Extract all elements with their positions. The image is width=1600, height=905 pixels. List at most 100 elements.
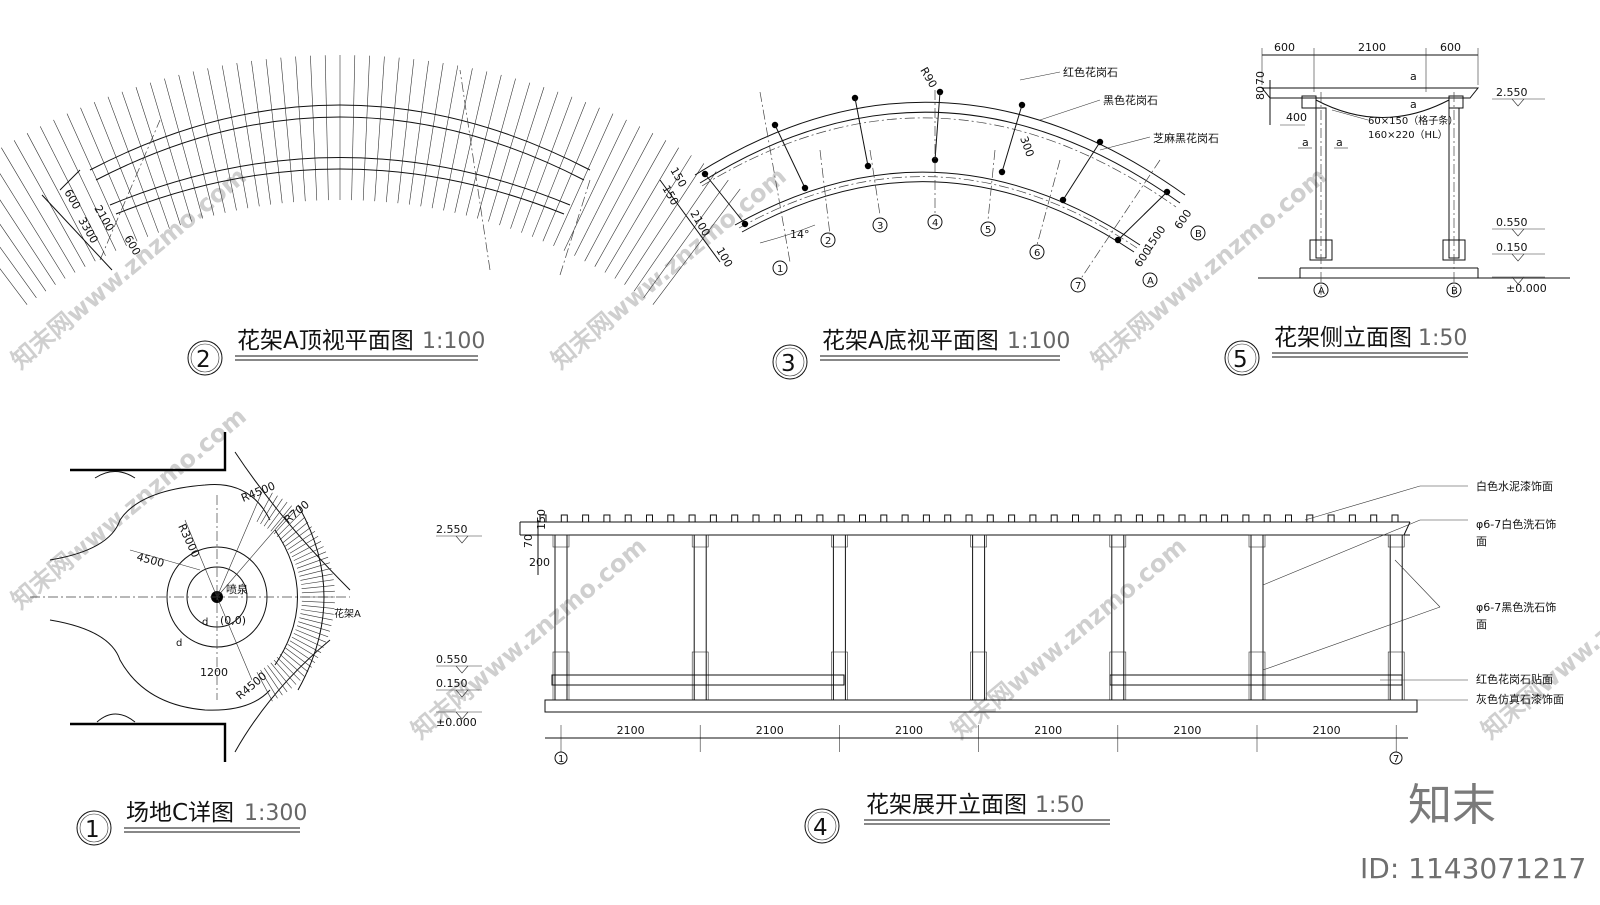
- site-pergola-slat: [296, 625, 329, 638]
- top-plan-slat: [178, 74, 215, 216]
- unfold-note-gray-paint: 灰色仿真石漆饰面: [1476, 692, 1564, 706]
- unfold-grid-7-circle: [1389, 751, 1403, 765]
- unfold-leader-black-stone-2: [1394, 559, 1441, 608]
- side-elev-title-text: 花架侧立面图: [1274, 325, 1412, 351]
- top-plan-outer-beam-2: [95, 116, 585, 181]
- top-plan-dim-600: 600: [61, 187, 83, 212]
- top-plan-slat: [633, 171, 717, 292]
- top-plan-slat: [488, 82, 531, 222]
- bottom-plan-grid-label: A: [1147, 276, 1154, 287]
- bottom-plan-grid-circle: [1142, 272, 1158, 288]
- site-planter-top: [94, 471, 136, 479]
- site-pergola-slat: [279, 653, 305, 677]
- top-plan-slat: [465, 74, 502, 216]
- unfold-post-cap: [970, 534, 987, 548]
- side-elev-grid-label: A: [1318, 286, 1325, 297]
- site-label-fountain: 喷泉: [226, 582, 248, 596]
- bottom-plan-outer-axis: [701, 117, 1177, 208]
- unfold-span-dim: 2100: [895, 724, 923, 737]
- top-plan-slat: [93, 101, 149, 237]
- site-pergola-slat: [301, 590, 335, 594]
- top-plan-axis-3: [559, 179, 591, 276]
- bottom-plan-note-black-granite: 黑色花岗石: [1103, 93, 1158, 107]
- bottom-plan-posts: [701, 88, 1171, 244]
- unfold-leader-black-stone-1: [1262, 606, 1441, 671]
- side-elev-level-label: ±0.000: [1506, 282, 1547, 295]
- top-plan-slat: [604, 147, 679, 273]
- site-pergola-inner: [274, 529, 298, 666]
- site-pergola-slat: [301, 600, 335, 604]
- site-pergola-slat: [267, 501, 288, 529]
- site-pergola-slat: [279, 517, 305, 541]
- site-pergola-slat: [256, 671, 273, 702]
- top-plan-slat: [121, 91, 170, 229]
- site-pergola-slat: [301, 579, 334, 585]
- side-elev-title-circle: [1224, 340, 1260, 376]
- unfold-slat: [731, 514, 739, 523]
- unfold-slat: [1157, 514, 1165, 523]
- top-plan-slat: [624, 163, 705, 285]
- top-plan-slat: [443, 68, 473, 211]
- unfold-slat: [709, 514, 717, 523]
- top-plan-slat: [374, 56, 385, 202]
- site-dim-r4500b: R4500: [234, 669, 270, 702]
- top-plan-slat: [265, 59, 283, 204]
- top-plan-slat: [510, 91, 559, 229]
- top-plan-title-circle: [187, 340, 223, 376]
- top-plan-slat: [107, 96, 159, 233]
- unfold-slat: [944, 514, 952, 523]
- unfold-slat: [901, 514, 909, 523]
- side-elev-sec-mark-2: a: [1336, 136, 1343, 149]
- top-plan-slat: [280, 57, 294, 203]
- site-detail-drawing: R4500 R3000 4500 R700 R4500 1200 喷泉 (0,0…: [30, 432, 361, 762]
- site-pergola-slat: [295, 629, 327, 643]
- top-plan-slat: [324, 55, 329, 201]
- bottom-plan-dim-600a: 600: [1172, 207, 1195, 232]
- site-dim-r4500b-line: [216, 596, 253, 681]
- top-plan-inner-beam: [109, 157, 571, 206]
- side-elev-leader-1: [1331, 109, 1369, 121]
- unfold-span-dim: 2100: [617, 724, 645, 737]
- bottom-plan-rib: [704, 173, 746, 225]
- unfold-slat: [688, 514, 696, 523]
- unfold-bench-1: [551, 674, 845, 686]
- site-pergola-slat: [293, 546, 324, 561]
- top-plan-slat: [563, 119, 627, 251]
- site-detail-title: 1 场地C详图 1:300: [76, 800, 307, 846]
- top-plan-slat: [192, 71, 226, 213]
- unfold-slat: [603, 514, 611, 523]
- bottom-plan-radial-6: [1036, 159, 1061, 246]
- side-elev-level-mark: [1511, 253, 1525, 262]
- bottom-plan-post-inner: [1114, 236, 1122, 244]
- site-pergola-slat: [287, 644, 316, 663]
- side-elev-dim-80: 80: [1254, 86, 1267, 100]
- bottom-plan-post-inner: [864, 162, 872, 170]
- unfold-slat: [1242, 514, 1250, 523]
- bottom-plan-rib: [774, 124, 806, 189]
- unfold-slat: [922, 514, 930, 523]
- site-pergola-slat: [282, 650, 309, 673]
- unfold-slat: [1178, 514, 1186, 523]
- top-plan-slat: [135, 87, 181, 226]
- bottom-plan-dim-line: [659, 179, 721, 263]
- unfold-dim-150: 150: [535, 509, 548, 530]
- side-elev-level-label: 0.550: [1496, 216, 1528, 229]
- top-plan-title-scale: 1:100: [422, 329, 485, 354]
- bottom-plan-rib: [854, 97, 869, 167]
- site-title-circle: [76, 810, 112, 846]
- bottom-plan-inner-axis: [738, 176, 1138, 249]
- unfold-slat: [1221, 514, 1229, 523]
- unfold-post-cap: [1109, 534, 1127, 548]
- side-elev-sec-mark-4: a: [1410, 98, 1417, 111]
- site-pergola-slat: [276, 656, 301, 681]
- site-planter-bottom: [96, 713, 136, 723]
- bottom-plan-dim-angle: 14°: [790, 228, 810, 241]
- unfold-span-dim: 2100: [1173, 724, 1201, 737]
- bottom-plan-grid-circle: [1190, 225, 1206, 241]
- site-pergola-slat: [301, 605, 335, 609]
- top-plan-inner-beam-2: [115, 168, 565, 215]
- unfold-slat: [1348, 514, 1356, 523]
- unfold-title-num: 4: [813, 815, 828, 841]
